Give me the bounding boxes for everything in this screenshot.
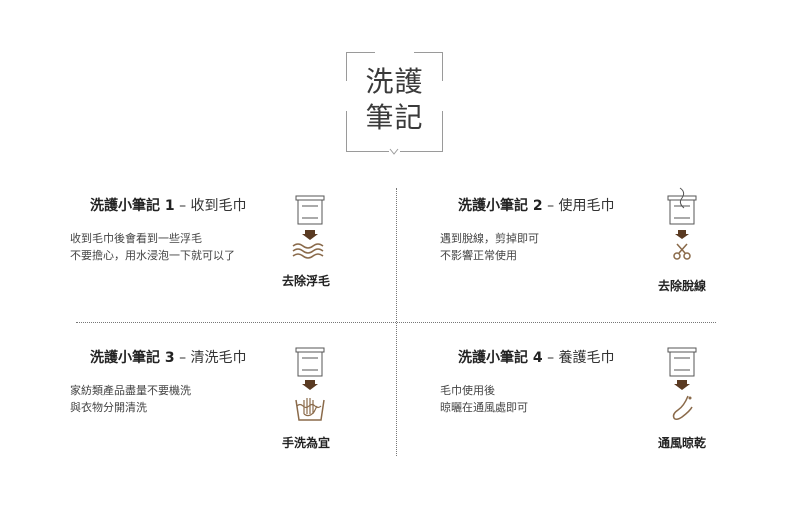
card-title: 洗護小筆記 3 – 清洗毛巾	[90, 347, 247, 367]
desc-line: 晾曬在通風處即可	[440, 401, 528, 414]
card-title-topic: – 清洗毛巾	[179, 350, 247, 366]
desc-line: 不要擔心，用水浸泡一下就可以了	[70, 249, 235, 262]
icon-group	[288, 192, 338, 262]
desc-line: 與衣物分開清洗	[70, 401, 147, 414]
card-title-number: 洗護小筆記 2	[458, 198, 543, 214]
scissors-icon	[673, 243, 691, 260]
icon-group	[660, 186, 710, 266]
desc-line: 收到毛巾後會看到一些浮毛	[70, 232, 202, 245]
card-description: 家紡類產品盡量不要機洗 與衣物分開清洗	[70, 382, 191, 416]
icon-group	[660, 344, 710, 426]
card-description: 遇到脫線，剪掉即可 不影響正常使用	[440, 230, 539, 264]
card-description: 收到毛巾後會看到一些浮毛 不要擔心，用水浸泡一下就可以了	[70, 230, 235, 264]
card-description: 毛巾使用後 晾曬在通風處即可	[440, 382, 528, 416]
card-title: 洗護小筆記 2 – 使用毛巾	[458, 195, 615, 215]
frame-corner	[400, 111, 443, 152]
horizontal-divider	[76, 322, 716, 323]
chevron-down-icon	[389, 148, 399, 155]
card-title: 洗護小筆記 1 – 收到毛巾	[90, 195, 247, 215]
icon-group	[288, 344, 338, 426]
towel-icon	[292, 195, 325, 259]
care-result: 通風晾乾	[658, 436, 707, 450]
frame-corner	[414, 52, 443, 81]
card-title-number: 洗護小筆記 4	[458, 350, 543, 366]
title-line-2: 筆記	[365, 101, 424, 134]
care-result: 去除浮毛	[282, 274, 331, 288]
towel-thread-icon	[667, 187, 697, 260]
card-title-number: 洗護小筆記 3	[90, 350, 175, 366]
care-result: 去除脫線	[658, 279, 707, 293]
desc-line: 不影響正常使用	[440, 249, 517, 262]
desc-line: 遇到脫線，剪掉即可	[440, 232, 539, 245]
card-title-topic: – 養護毛巾	[547, 350, 615, 366]
card-title: 洗護小筆記 4 – 養護毛巾	[458, 347, 615, 367]
card-title-number: 洗護小筆記 1	[90, 198, 175, 214]
care-result: 手洗為宜	[282, 436, 331, 450]
title-frame: 洗護 筆記	[346, 52, 443, 155]
page-title: 洗護 筆記	[346, 64, 443, 136]
hand-wash-icon	[295, 398, 325, 421]
frame-corner	[346, 111, 389, 152]
card-title-topic: – 收到毛巾	[179, 198, 247, 214]
towel-icon	[295, 347, 325, 421]
desc-line: 毛巾使用後	[440, 384, 495, 397]
title-line-1: 洗護	[365, 65, 424, 98]
towel-icon	[667, 347, 697, 421]
card-title-topic: – 使用毛巾	[547, 198, 615, 214]
frame-corner	[346, 52, 375, 81]
air-dry-icon	[672, 395, 693, 421]
desc-line: 家紡類產品盡量不要機洗	[70, 384, 191, 397]
